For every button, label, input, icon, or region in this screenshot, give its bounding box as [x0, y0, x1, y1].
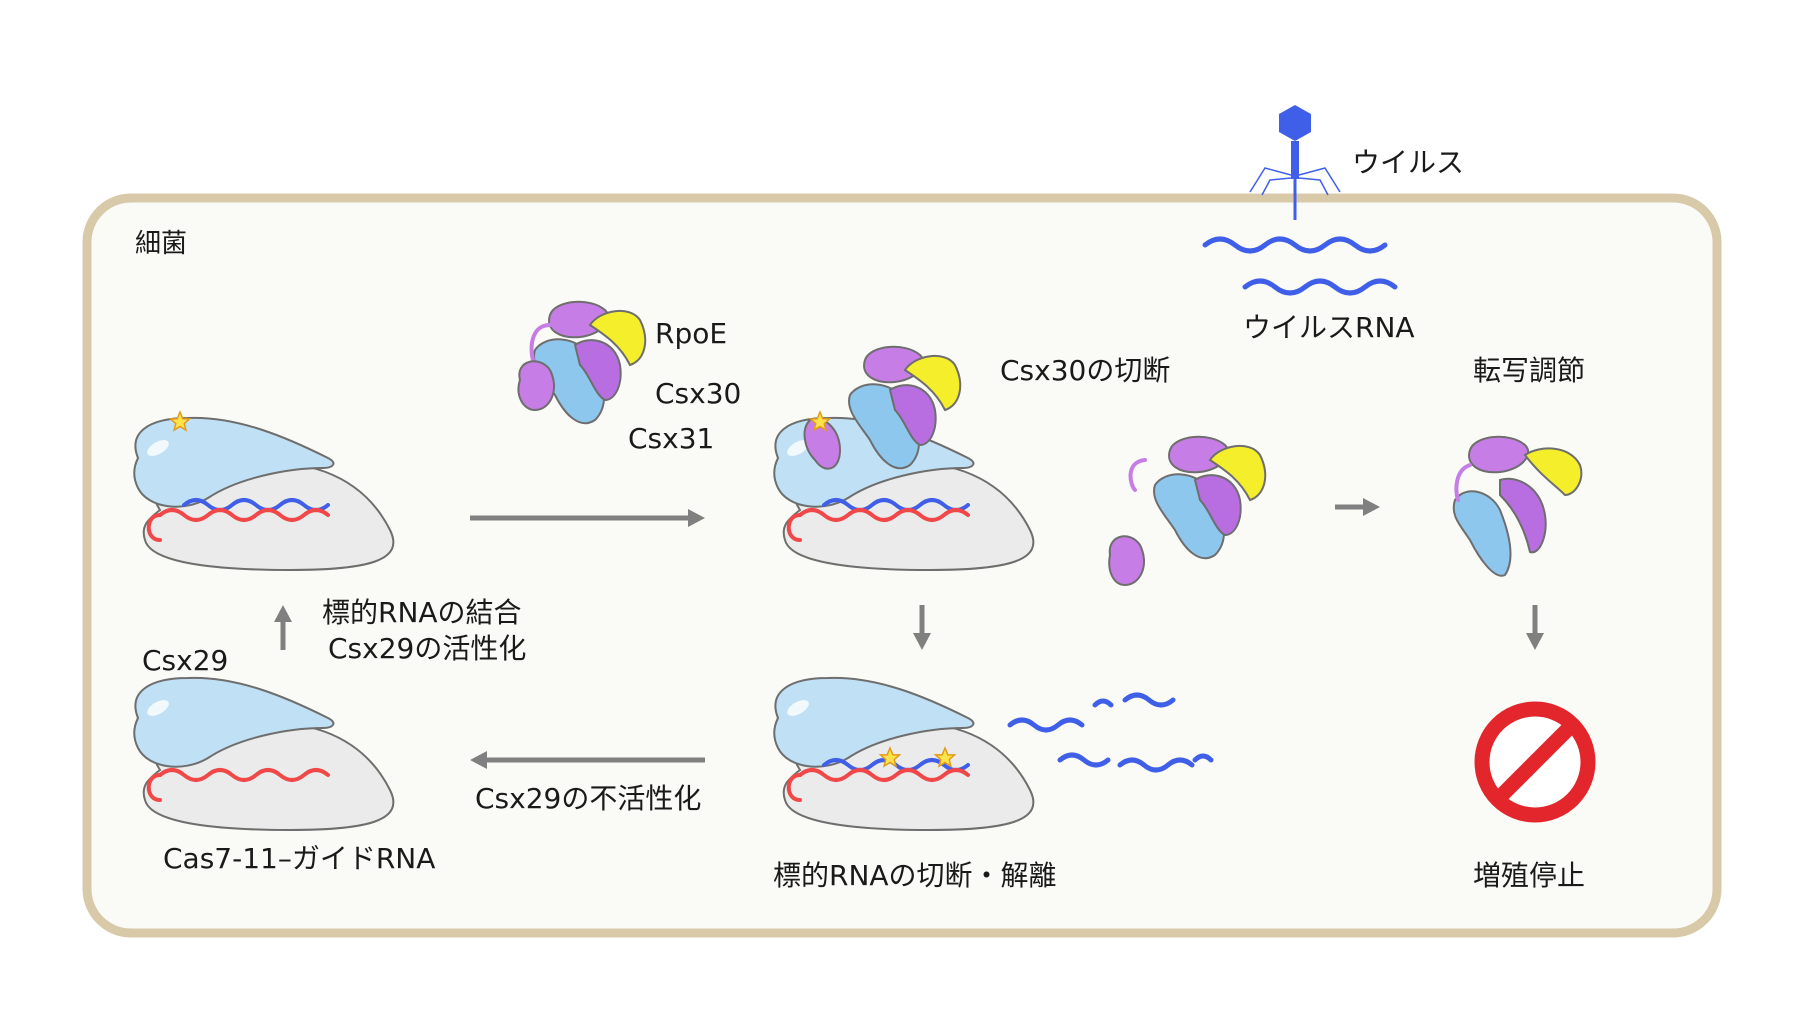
- viral-rna-label: ウイルスRNA: [1243, 311, 1415, 344]
- csx29-activation-label: Csx29の活性化: [328, 632, 526, 665]
- cas7-11-guide-label: Cas7-11–ガイドRNA: [163, 842, 435, 875]
- transcription-regulation-complex: [1452, 435, 1583, 577]
- bacterium-label: 細菌: [135, 229, 187, 259]
- csx31-label: Csx31: [628, 422, 714, 455]
- csx30-cleavage-label: Csx30の切断: [1000, 354, 1170, 387]
- growth-arrest-label: 増殖停止: [1473, 859, 1585, 892]
- rpoe-csx30-csx31-complex: [517, 300, 647, 425]
- virus-label: ウイルス: [1352, 146, 1464, 179]
- target-cleavage-label: 標的RNAの切断・解離: [773, 859, 1057, 892]
- cleaved-csx30-complex: [1108, 435, 1267, 587]
- target-binding-label: 標的RNAの結合: [322, 596, 522, 629]
- arrows: [274, 498, 1544, 769]
- virus-icon: [1249, 105, 1341, 220]
- viral-rna-icon: [1202, 236, 1398, 296]
- stop-icon: [1474, 701, 1596, 823]
- csx30-label: Csx30: [655, 377, 741, 410]
- rpoe-label: RpoE: [655, 317, 727, 350]
- csx29-label: Csx29: [142, 644, 228, 677]
- active-complex-middle: [773, 345, 1035, 571]
- csx29-inactivation-label: Csx29の不活性化: [475, 782, 701, 815]
- released-rna-fragments: [1007, 692, 1214, 773]
- transcription-regulation-label: 転写調節: [1473, 354, 1585, 387]
